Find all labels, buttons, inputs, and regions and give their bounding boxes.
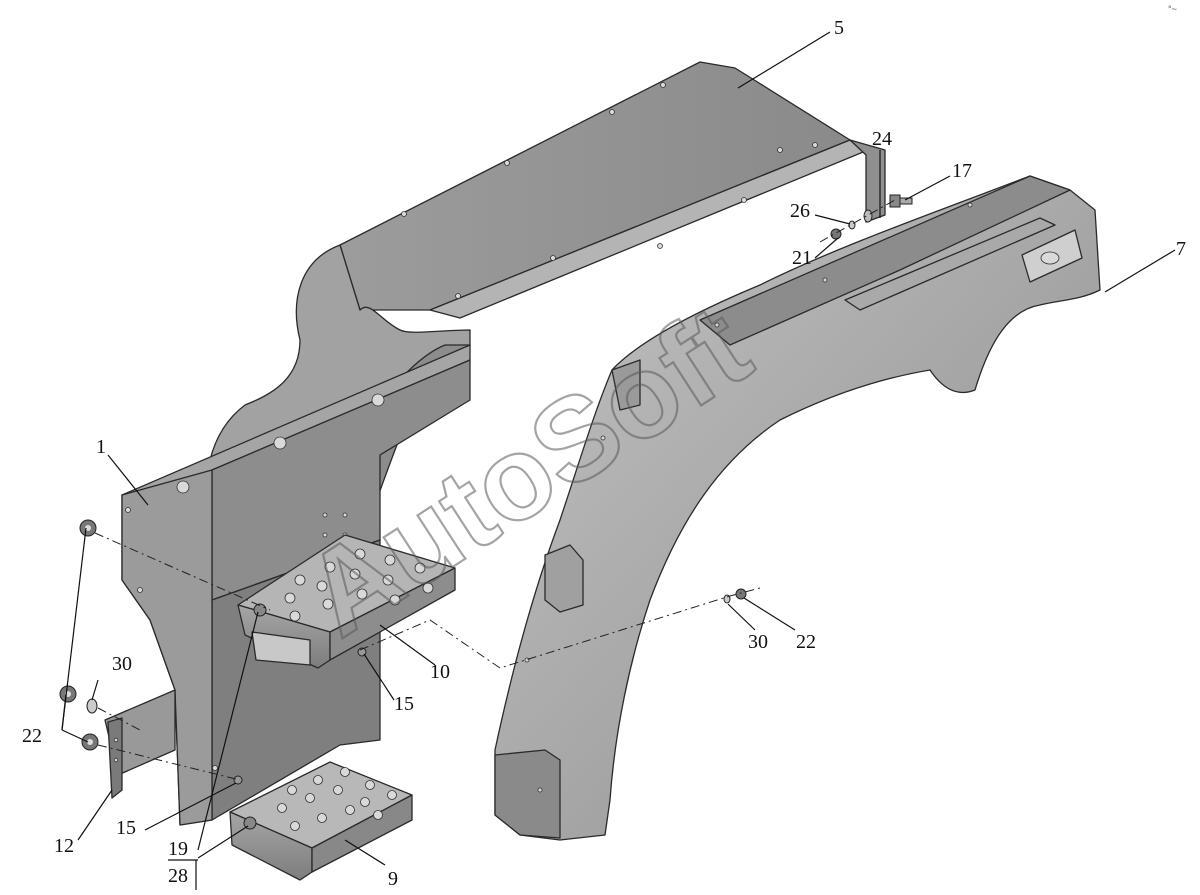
step-9-holes — [277, 767, 397, 831]
callout-9: 9 — [388, 868, 398, 890]
nut-21 — [830, 228, 842, 240]
bolt-17 — [889, 194, 913, 208]
washer-30-right — [723, 594, 731, 604]
washer-30-left — [86, 698, 98, 714]
part-12-plate — [107, 717, 123, 799]
callout-17: 17 — [952, 160, 972, 182]
bolt-19-upper — [253, 603, 267, 617]
callout-1: 1 — [96, 436, 106, 458]
assembly-lines — [94, 199, 896, 781]
callout-24: 24 — [872, 128, 892, 150]
washer-24 — [863, 209, 873, 223]
callout-21: 21 — [792, 247, 812, 269]
callout-5: 5 — [834, 17, 844, 39]
leader-lines — [61, 31, 1176, 890]
nut-22-right — [735, 588, 747, 600]
callout-22-right: 22 — [796, 631, 816, 653]
step-10-holes — [284, 548, 434, 622]
part-7-fender — [494, 175, 1101, 841]
callout-10: 10 — [430, 661, 450, 683]
callout-7: 7 — [1176, 238, 1186, 260]
callout-26: 26 — [790, 200, 810, 222]
callout-labels: 5 7 1 24 17 26 21 30 22 10 15 12 15 19 2… — [22, 17, 1186, 890]
bolt-15-lower — [233, 775, 243, 785]
corner-mark: °~ — [1168, 4, 1177, 14]
callout-30-left: 30 — [112, 653, 132, 675]
callout-30-right: 30 — [748, 631, 768, 653]
callout-15-lower: 15 — [116, 817, 136, 839]
fasteners — [59, 194, 913, 830]
part-10-upper-step — [237, 534, 456, 669]
callout-12: 12 — [54, 835, 74, 857]
washer-26 — [848, 220, 856, 230]
callout-19: 19 — [168, 838, 188, 860]
callout-15-upper: 15 — [394, 693, 414, 715]
callout-22-left: 22 — [22, 725, 42, 747]
callout-28: 28 — [168, 865, 188, 887]
